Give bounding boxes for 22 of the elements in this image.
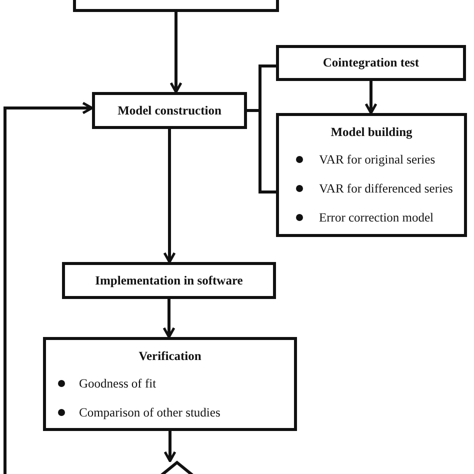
box-title: Model building bbox=[330, 125, 414, 141]
process-box bbox=[62, 262, 276, 299]
process-box bbox=[92, 92, 247, 129]
bullet-text: Goodness of fit bbox=[79, 376, 156, 391]
connector-line bbox=[247, 109, 276, 194]
box-title: Verification bbox=[138, 349, 202, 365]
bullet-text: Comparison of other studies bbox=[79, 405, 220, 420]
bullet-text: Error correction model bbox=[319, 210, 434, 225]
box-title: Cointegration test bbox=[322, 56, 420, 70]
arrow bbox=[164, 431, 176, 462]
process-box bbox=[43, 337, 297, 431]
arrow bbox=[163, 129, 176, 264]
arrow bbox=[364, 81, 378, 114]
arrow bbox=[170, 12, 182, 94]
arrow bbox=[162, 299, 176, 338]
process-box bbox=[276, 45, 466, 81]
box-title: Implementation in software bbox=[94, 273, 244, 288]
box-title: Model construction bbox=[116, 103, 222, 118]
arrow bbox=[4, 102, 94, 474]
process-box bbox=[276, 113, 467, 237]
bullet-text: VAR for original series bbox=[319, 152, 436, 167]
bullet-text: VAR for differenced series bbox=[319, 181, 453, 196]
